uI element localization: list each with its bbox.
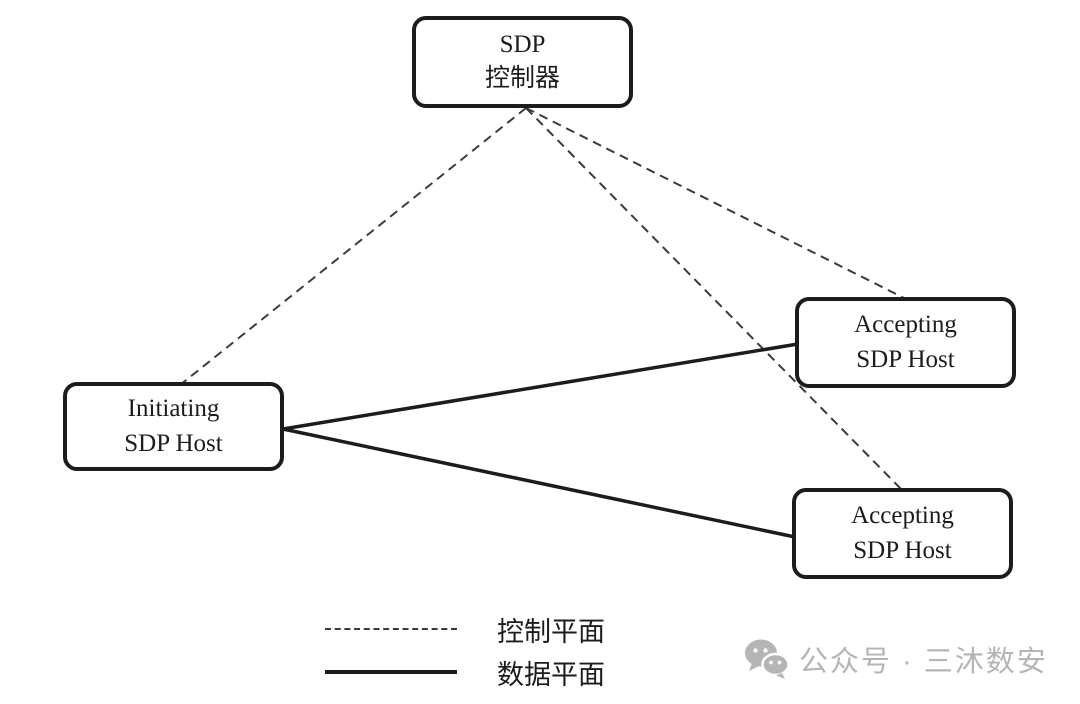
node-initiating-sdp-host-line1: Initiating <box>127 395 220 422</box>
node-accepting-sdp-host-bottom-line2: SDP Host <box>853 536 952 564</box>
control-plane-label: 控制平面 <box>497 616 605 647</box>
edge-controller-accepting-top-control-plane <box>525 107 905 299</box>
node-accepting-sdp-host-bottom-line1: Accepting <box>851 502 954 529</box>
legend-row-data-plane: 数据平面 <box>325 654 605 690</box>
node-initiating-sdp-host: Initiating SDP Host <box>63 382 284 471</box>
node-sdp-controller-line1: SDP <box>499 30 546 58</box>
node-sdp-controller-line2: 控制器 <box>484 65 560 92</box>
watermark: 公众号 · 三沐数安 <box>744 638 1048 680</box>
edge-initiating-accepting-top-data-plane <box>282 342 799 431</box>
node-initiating-sdp-host-line2: SDP Host <box>124 429 223 457</box>
control-plane-line-sample <box>325 628 457 630</box>
wechat-icon <box>745 639 790 679</box>
node-accepting-sdp-host-top-line1: Accepting <box>854 311 957 338</box>
legend-row-control-plane: 控制平面 <box>325 611 605 647</box>
data-plane-label: 数据平面 <box>497 659 605 690</box>
node-sdp-controller: SDP 控制器 <box>412 16 633 108</box>
data-plane-line-sample <box>325 670 457 674</box>
edge-controller-initiating-control-plane <box>179 107 527 386</box>
edge-initiating-accepting-bottom-data-plane <box>282 427 796 539</box>
node-accepting-sdp-host-bottom: Accepting SDP Host <box>792 488 1013 579</box>
node-accepting-sdp-host-top-line2: SDP Host <box>856 345 955 373</box>
legend: 控制平面 数据平面 <box>325 611 605 690</box>
watermark-text: 公众号 · 三沐数安 <box>799 646 1048 678</box>
node-accepting-sdp-host-top: Accepting SDP Host <box>795 297 1016 388</box>
